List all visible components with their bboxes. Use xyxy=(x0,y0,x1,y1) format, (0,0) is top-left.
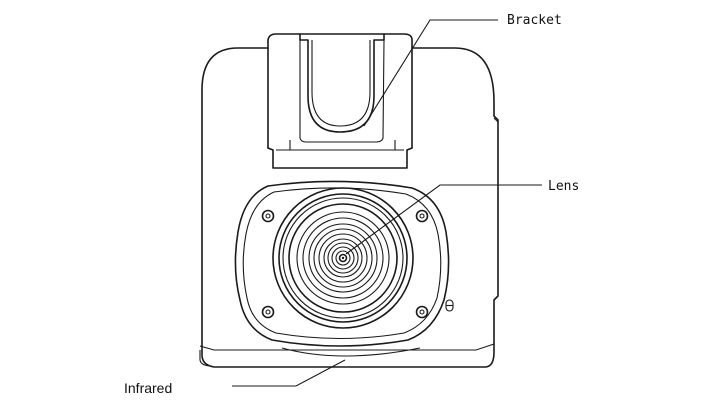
lens-label: Lens xyxy=(548,179,579,194)
screws xyxy=(261,209,429,319)
camera-body xyxy=(199,47,499,368)
lens-housing xyxy=(199,180,495,357)
screw-top-left xyxy=(261,209,275,223)
indicator-light xyxy=(445,299,454,312)
callout-infrared xyxy=(232,359,346,387)
screw-top-right xyxy=(415,209,429,223)
bracket xyxy=(267,33,413,169)
screw-bottom-right xyxy=(415,305,429,319)
infrared-label: Infrared xyxy=(124,380,172,396)
callout-bracket xyxy=(363,19,498,127)
bracket-label: Bracket xyxy=(507,13,562,28)
callout-lens xyxy=(345,184,542,255)
lens xyxy=(272,187,414,329)
screw-bottom-left xyxy=(261,305,275,319)
